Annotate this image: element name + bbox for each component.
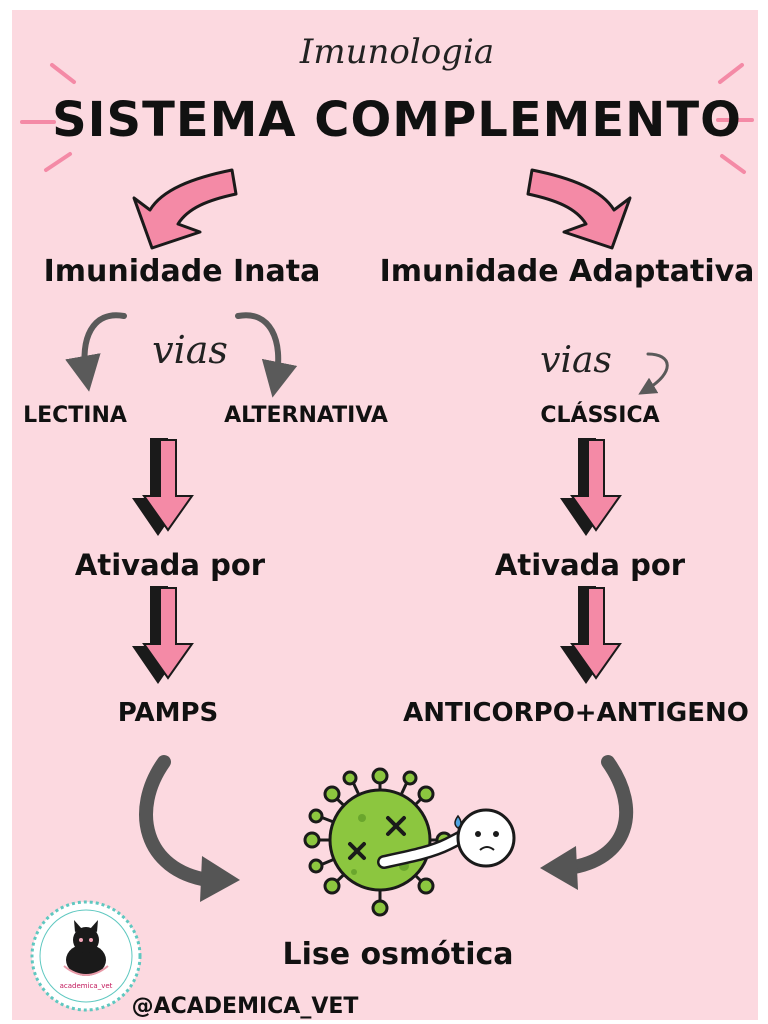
gray-curve-arrow-alternativa [235, 312, 298, 398]
main-title: SISTEMA COMPLEMENTO [52, 92, 742, 148]
gray-curve-arrow-to-virus-left [139, 755, 240, 902]
infographic-poster: Imunologia SISTEMA COMPLEMENTO Imunidade… [12, 10, 758, 1020]
dead-virus-icon [303, 767, 453, 917]
activated-by-left: Ativada por [74, 548, 266, 582]
innate-immunity-title: Imunidade Inata [43, 254, 321, 289]
decorations-layer [20, 63, 754, 917]
down-arrow-right-1 [560, 438, 622, 536]
vias-label-right: vias [540, 340, 612, 381]
activated-by-right: Ativada por [494, 548, 686, 582]
down-arrow-right-2 [560, 586, 622, 684]
title-accent-left [20, 63, 76, 172]
gray-curve-arrow-to-virus-right [540, 755, 634, 890]
trigger-pamps: PAMPS [117, 698, 219, 728]
gray-curve-arrow-classica [638, 352, 669, 395]
ghost-icon [377, 808, 516, 869]
down-arrow-left-1 [132, 438, 194, 536]
trigger-anticorpo-antigeno: ANTICORPO+ANTIGENO [403, 698, 749, 728]
social-handle: @ACADEMICA_VET [131, 994, 359, 1019]
vias-label-left: vias [152, 328, 228, 372]
title-accent-right [716, 63, 754, 174]
pathway-lectina: LECTINA [23, 403, 127, 428]
gray-curve-arrow-lectina [65, 312, 127, 392]
adaptive-immunity-title: Imunidade Adaptativa [379, 254, 755, 289]
outcome-label: Lise osmótica [282, 937, 514, 972]
down-arrow-left-2 [132, 586, 194, 684]
logo-text: academica_vet [59, 982, 113, 990]
pink-curved-arrow-right [526, 168, 632, 250]
pathway-classica: CLÁSSICA [540, 403, 660, 428]
pathway-alternativa: ALTERNATIVA [224, 403, 388, 428]
script-title: Imunologia [299, 32, 495, 72]
cat-icon [63, 920, 109, 976]
pink-curved-arrow-left [132, 168, 238, 250]
academica-vet-logo [30, 900, 142, 1012]
